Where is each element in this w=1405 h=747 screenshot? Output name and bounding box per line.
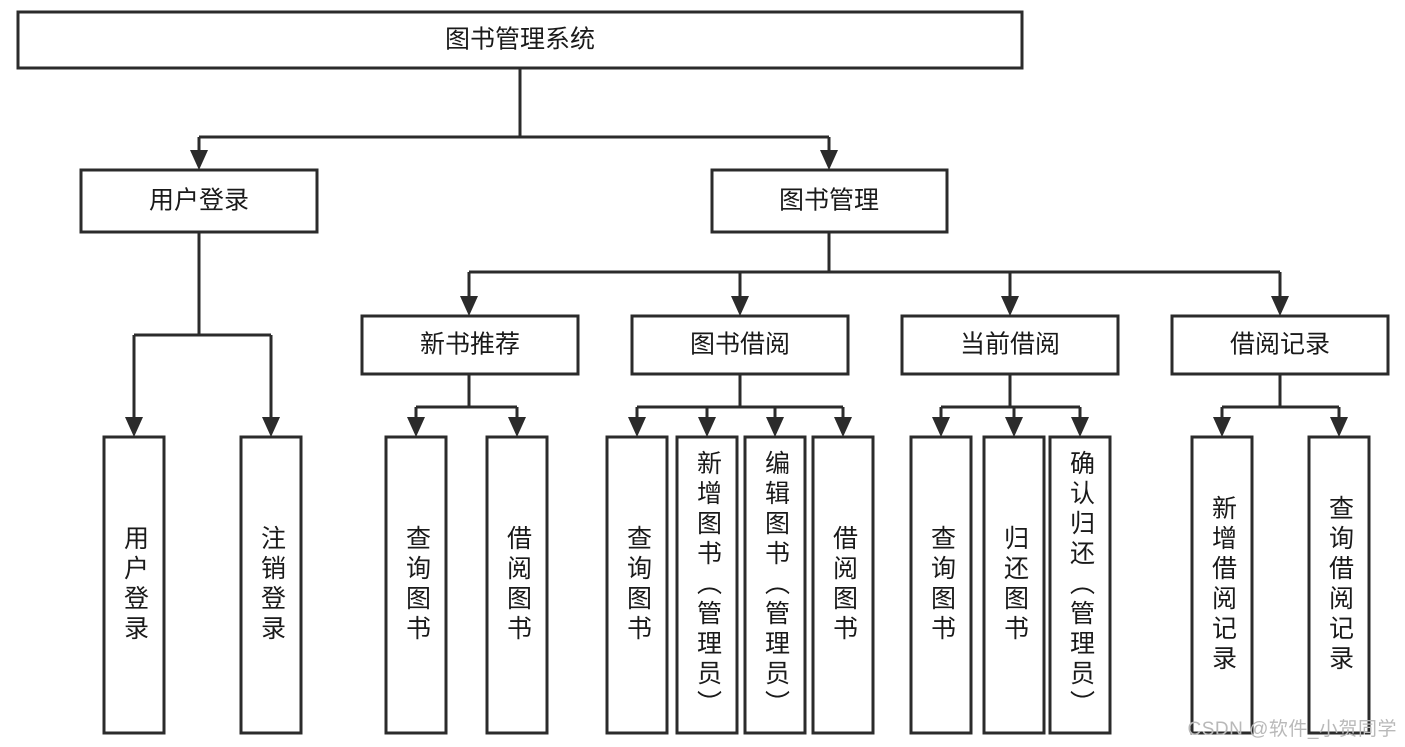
node-user-login-box[interactable] — [79, 168, 319, 234]
node-current-borrow-label: 当前借阅 — [960, 331, 1060, 359]
node-leaf-user-login-label: 用户登录 — [120, 525, 149, 645]
node-new-book-recommend-label: 新书推荐 — [420, 331, 520, 359]
node-leaf-borrow-book-label: 借阅图书 — [829, 525, 858, 645]
node-user-login-label: 用户登录 — [149, 187, 249, 215]
node-leaf-query-book-current-box[interactable] — [909, 435, 973, 735]
node-leaf-user-login-box[interactable] — [102, 435, 166, 735]
leaf-boxes — [102, 435, 1371, 735]
connector-group-new-book-recommend-to-leaves — [407, 374, 526, 437]
node-current-borrow-box[interactable] — [900, 314, 1120, 376]
arrow-head-leaf-query-book-recommend — [407, 417, 425, 437]
node-new-book-recommend-box[interactable] — [360, 314, 580, 376]
connector-group-book-borrow-to-leaves — [628, 374, 852, 437]
arrow-head-current-borrow — [1001, 296, 1019, 316]
arrow-head-new-book-recommend — [460, 296, 478, 316]
arrow-head-borrow-records — [1271, 296, 1289, 316]
node-leaf-user-logout-label: 注销登录 — [257, 525, 286, 645]
node-leaf-return-book-label: 归还图书 — [1000, 525, 1029, 645]
node-book-management-box[interactable] — [710, 168, 949, 234]
connector-group-book-management-to-level3 — [460, 232, 1289, 316]
node-leaf-edit-book-box[interactable] — [743, 435, 807, 735]
node-leaf-query-book-recommend-label: 查询图书 — [402, 525, 431, 645]
arrow-head-leaf-user-logout — [262, 417, 280, 437]
arrow-head-user-login — [190, 150, 208, 170]
arrow-head-leaf-edit-book — [766, 417, 784, 437]
arrow-head-leaf-query-book-current — [932, 417, 950, 437]
connector-group-current-borrow-to-leaves — [932, 374, 1089, 437]
node-book-borrow-box[interactable] — [630, 314, 850, 376]
node-root-box[interactable] — [16, 10, 1024, 70]
node-book-management-label: 图书管理 — [779, 187, 879, 215]
node-leaf-query-book-current-label: 查询图书 — [927, 525, 956, 645]
node-leaf-add-borrow-record-label: 新增借阅记录 — [1208, 495, 1237, 675]
node-leaf-query-book-borrow-box[interactable] — [605, 435, 669, 735]
node-leaf-borrow-book-recommend-label: 借阅图书 — [503, 525, 532, 645]
node-book-borrow-label: 图书借阅 — [690, 331, 790, 359]
arrow-head-leaf-user-login — [125, 417, 143, 437]
node-leaf-edit-book-label: 编辑图书（管理员） — [761, 450, 790, 720]
arrow-head-book-management — [820, 150, 838, 170]
node-leaf-query-borrow-record-label: 查询借阅记录 — [1325, 495, 1354, 675]
node-leaf-add-book-label: 新增图书（管理员） — [693, 450, 722, 720]
node-leaf-user-logout-box[interactable] — [239, 435, 303, 735]
connector-group-user-login-to-leaves — [125, 232, 280, 437]
node-book-borrow[interactable]: 图书借阅 — [630, 314, 850, 376]
node-leaf-borrow-book-box[interactable] — [811, 435, 875, 735]
node-leaf-query-book-borrow-label: 查询图书 — [623, 525, 652, 645]
node-leaf-confirm-return-label: 确认归还（管理员） — [1066, 450, 1095, 720]
arrow-head-leaf-query-book-borrow — [628, 417, 646, 437]
node-root[interactable]: 图书管理系统 — [16, 10, 1024, 70]
arrow-head-leaf-add-book — [698, 417, 716, 437]
arrow-head-book-borrow — [731, 296, 749, 316]
node-borrow-records[interactable]: 借阅记录 — [1170, 314, 1390, 376]
arrow-head-leaf-confirm-return — [1071, 417, 1089, 437]
node-leaf-add-book-box[interactable] — [675, 435, 739, 735]
node-leaf-query-book-recommend-box[interactable] — [384, 435, 448, 735]
node-borrow-records-box[interactable] — [1170, 314, 1390, 376]
node-new-book-recommend[interactable]: 新书推荐 — [360, 314, 580, 376]
connector-group-borrow-records-to-leaves — [1213, 374, 1348, 437]
node-root-label: 图书管理系统 — [445, 26, 595, 54]
node-leaf-query-borrow-record-box[interactable] — [1307, 435, 1371, 735]
node-leaf-confirm-return-box[interactable] — [1048, 435, 1112, 735]
node-user-login[interactable]: 用户登录 — [79, 168, 319, 234]
arrow-head-leaf-query-borrow-record — [1330, 417, 1348, 437]
node-book-management[interactable]: 图书管理 — [710, 168, 949, 234]
arrow-head-leaf-return-book — [1005, 417, 1023, 437]
node-current-borrow[interactable]: 当前借阅 — [900, 314, 1120, 376]
arrow-head-leaf-add-borrow-record — [1213, 417, 1231, 437]
node-leaf-borrow-book-recommend-box[interactable] — [485, 435, 549, 735]
arrow-head-leaf-borrow-book — [834, 417, 852, 437]
node-leaf-return-book-box[interactable] — [982, 435, 1046, 735]
node-leaf-add-borrow-record-box[interactable] — [1190, 435, 1254, 735]
arrow-head-leaf-borrow-book-recommend — [508, 417, 526, 437]
node-borrow-records-label: 借阅记录 — [1230, 331, 1330, 359]
connector-group-root-to-level2 — [190, 68, 838, 170]
